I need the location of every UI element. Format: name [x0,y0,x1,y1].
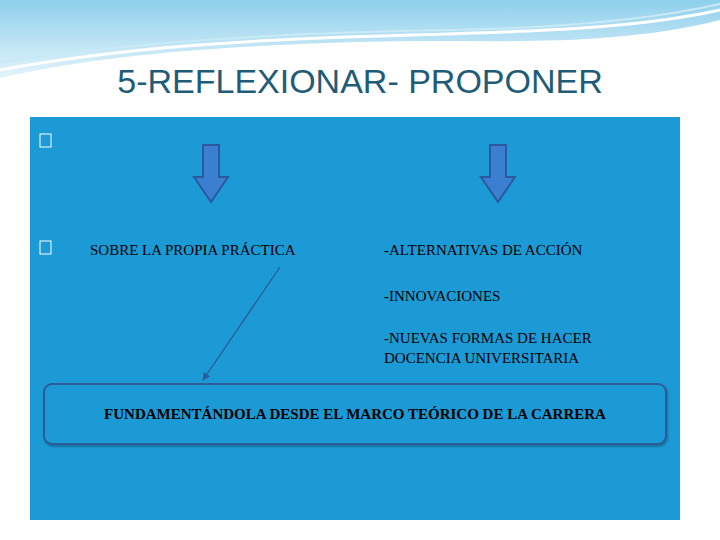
list-item: -NUEVAS FORMAS DE HACER DOCENCIA UNIVERS… [384,329,659,368]
down-arrow [481,145,515,202]
bullet-symbol [40,241,51,254]
slide-title: 5-REFLEXIONAR- PROPONER [0,62,720,101]
leader-line [203,267,280,380]
list-item: -ALTERNATIVAS DE ACCIÓN [384,241,674,261]
down-arrow [194,145,228,202]
foundation-box: FUNDAMENTÁNDOLA DESDE EL MARCO TEÓRICO D… [43,383,667,445]
content-panel: SOBRE LA PROPIA PRÁCTICA -ALTERNATIVAS DE… [30,117,680,520]
panel-decoration [30,117,680,520]
wave-line [0,4,720,62]
bullet-symbol [40,134,51,147]
subject-text: SOBRE LA PROPIA PRÁCTICA [90,241,370,261]
list-item: -INNOVACIONES [384,287,674,307]
wave-line [0,10,720,70]
box-text: FUNDAMENTÁNDOLA DESDE EL MARCO TEÓRICO D… [104,406,606,423]
